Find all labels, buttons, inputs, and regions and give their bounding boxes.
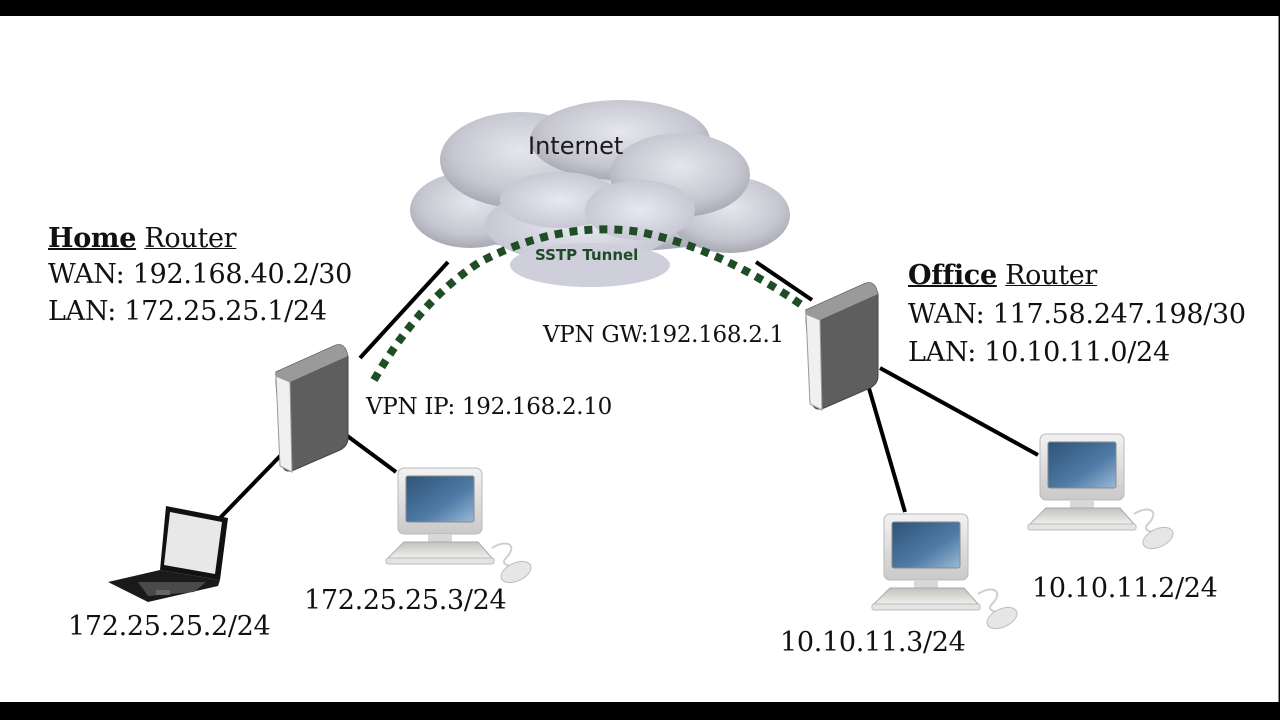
office-router-name: Office [908,260,997,291]
office-desktop-2-ip-label: 10.10.11.2/24 [1032,573,1218,604]
home-router-vpn-ip: VPN IP: 192.168.2.10 [366,394,612,420]
home-router-type: Router [144,223,237,254]
link-office-to-desktop-3 [864,377,907,513]
desktop-icon [871,513,1022,634]
sstp-tunnel-label: SSTP Tunnel [535,246,639,264]
cloud-icon [410,100,790,287]
office-desktop-3 [871,513,1022,634]
home-laptop [108,506,228,602]
router-icon [805,282,879,411]
office-desktop-3-ip-label: 10.10.11.3/24 [780,627,966,658]
home-router-wan: WAN: 192.168.40.2/30 [48,259,353,290]
links [216,260,1039,522]
desktop-icon [1027,433,1178,554]
home-router-name: Home [48,223,137,254]
link-home-to-desktop [340,430,398,474]
office-desktop-2 [1027,433,1178,554]
home-router [275,344,349,473]
laptop-ip-label: 172.25.25.2/24 [68,611,271,642]
laptop-icon [108,506,228,602]
link-home-to-laptop [216,450,286,522]
desktop-icon [385,467,536,588]
office-router-wan: WAN: 117.58.247.198/30 [908,299,1246,330]
home-desktop-ip-label: 172.25.25.3/24 [304,585,507,616]
office-router-vpn-gw: VPN GW:192.168.2.1 [543,322,784,348]
office-router-title: Office Router [908,259,1097,293]
link-office-to-desktop-2 [879,366,1039,457]
router-icon [275,344,349,473]
home-router-title: Home Router [48,222,237,256]
link-home-to-internet [358,260,450,360]
office-router [805,282,879,411]
office-router-lan: LAN: 10.10.11.0/24 [908,337,1170,368]
internet-cloud [410,100,790,287]
home-desktop [385,467,536,588]
office-router-type: Router [1005,260,1098,291]
home-router-lan: LAN: 172.25.25.1/24 [48,296,327,327]
link-office-to-internet [754,260,814,302]
internet-label: Internet [528,132,624,160]
